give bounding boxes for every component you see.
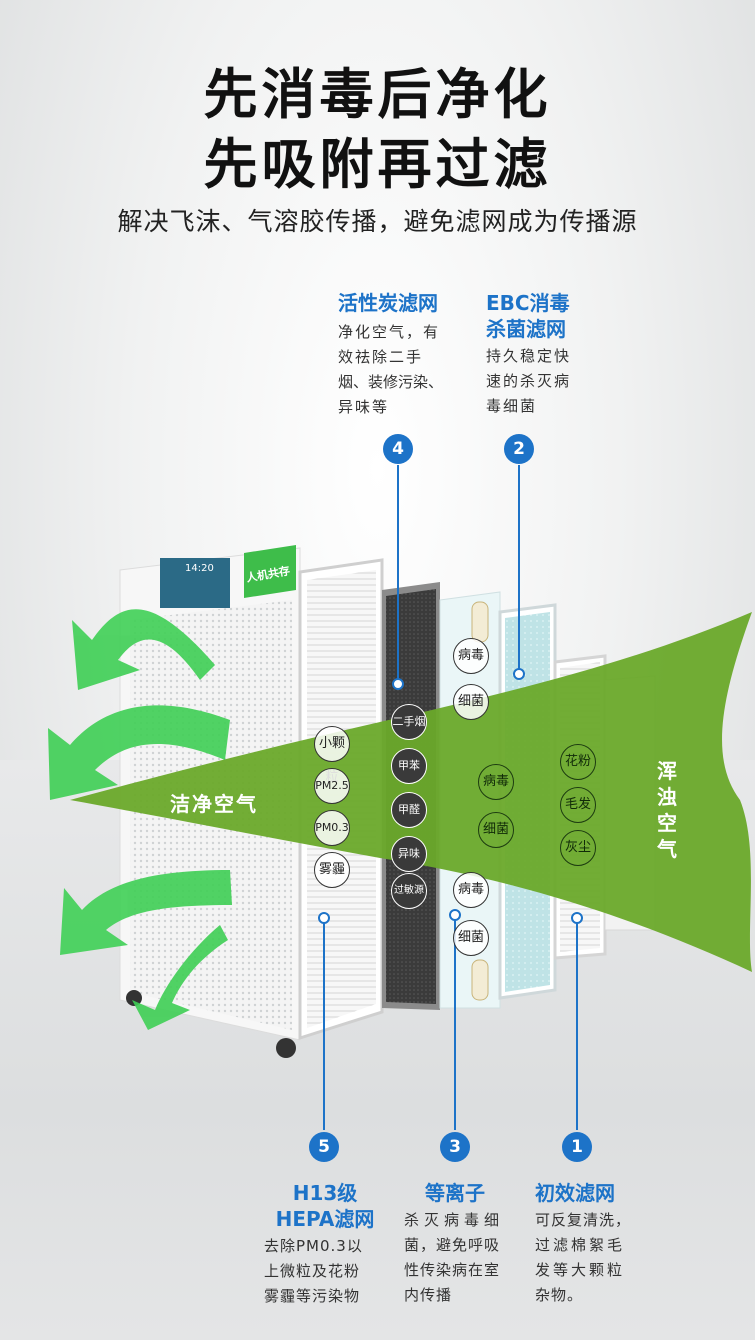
pollutant-carbon-4: 异味 — [391, 836, 427, 872]
headline-line-2: 先吸附再过滤 — [203, 133, 552, 196]
caster-wheel — [126, 990, 142, 1006]
filter-4-title: 活性炭滤网 — [338, 291, 438, 315]
desc-line: 速的杀灭病 — [486, 372, 572, 390]
filter-3-title: 等离子 — [425, 1181, 485, 1205]
clean-air-arrows — [48, 609, 232, 1030]
filter-1-title: 初效滤网 — [535, 1181, 615, 1205]
dirty-air-char: 浊 — [657, 785, 677, 809]
title-line: H13级 — [292, 1181, 358, 1205]
device-time: 14:20 — [185, 563, 214, 574]
pollutant-carbon-5: 过敏源 — [391, 873, 427, 909]
desc-line: 可反复清洗， — [535, 1211, 632, 1229]
desc-line: 效祛除二手 — [338, 348, 424, 366]
pollutant-primary-3: 灰尘 — [560, 830, 596, 866]
filter-3-desc: 杀灭病毒细 菌，避免呼吸 性传染病在室 内传播 — [404, 1208, 504, 1308]
leader-lines — [323, 465, 578, 1130]
desc-line: 发等大颗粒 — [535, 1261, 626, 1279]
desc-line: 性传染病在室 — [404, 1261, 501, 1279]
display-screen — [160, 558, 230, 608]
desc-line: 雾霾等污染物 — [264, 1287, 361, 1305]
filter-4-badge: 4 — [383, 434, 413, 464]
filter-2-desc: 持久稳定快 速的杀灭病 毒细菌 — [486, 344, 571, 419]
desc-line: 烟、装修污染、 — [338, 373, 444, 391]
pollutant-plasma-5: 病毒 — [453, 872, 489, 908]
pollutant-primary-1: 花粉 — [560, 744, 596, 780]
headline-line-1: 先消毒后净化 — [203, 63, 552, 126]
filter-5-title: H13级 HEPA滤网 — [260, 1180, 390, 1232]
desc-line: 净化空气，有 — [338, 323, 441, 341]
desc-line: 上微粒及花粉 — [264, 1262, 361, 1280]
pollutant-carbon-3: 甲醛 — [391, 792, 427, 828]
pollutant-hepa-2: PM2.5 — [314, 768, 350, 804]
pollutant-plasma-3: 病毒 — [478, 764, 514, 800]
filter-5-badge: 5 — [309, 1132, 339, 1162]
pollutant-plasma-6: 细菌 — [453, 920, 489, 956]
filter-2-badge: 2 — [504, 434, 534, 464]
pollutant-plasma-1: 病毒 — [453, 638, 489, 674]
filter-2-title: EBC消毒 杀菌滤网 — [486, 290, 570, 342]
pollutant-carbon-2: 甲苯 — [391, 748, 427, 784]
leader-dots — [318, 668, 583, 924]
desc-line: 去除PM0.3以 — [264, 1237, 363, 1255]
pollutant-hepa-4: 雾霾 — [314, 852, 350, 888]
desc-line: 过滤棉絮毛 — [535, 1236, 626, 1254]
dirty-air-label: 浑 浊 空 气 — [652, 758, 682, 862]
desc-line: 异味等 — [338, 398, 390, 416]
filter-5-desc: 去除PM0.3以 上微粒及花粉 雾霾等污染物 — [264, 1234, 363, 1309]
pollutant-hepa-3: PM0.3 — [314, 810, 350, 846]
desc-line: 毒细菌 — [486, 397, 538, 415]
dirty-air-char: 空 — [657, 811, 677, 835]
desc-line: 杀灭病毒细 — [404, 1211, 505, 1229]
filter-1-desc: 可反复清洗， 过滤棉絮毛 发等大颗粒 杂物。 — [535, 1208, 631, 1308]
clean-air-label: 洁净空气 — [170, 792, 258, 816]
display-banner — [244, 545, 296, 598]
pollutant-plasma-2: 细菌 — [453, 684, 489, 720]
caster-wheel — [276, 1038, 296, 1058]
subtitle: 解决飞沫、气溶胶传播，避免滤网成为传播源 — [117, 207, 638, 236]
desc-line: 菌，避免呼吸 — [404, 1236, 501, 1254]
desc-line: 内传播 — [404, 1286, 453, 1304]
pollutant-primary-2: 毛发 — [560, 787, 596, 823]
pollutant-plasma-4: 细菌 — [478, 812, 514, 848]
desc-line: 杂物。 — [535, 1286, 584, 1304]
title-line: 杀菌滤网 — [486, 317, 566, 341]
dirty-air-char: 浑 — [657, 759, 677, 783]
filter-3-badge: 3 — [440, 1132, 470, 1162]
filter-4-desc: 净化空气，有 效祛除二手 烟、装修污染、 异味等 — [338, 320, 443, 420]
pollutant-hepa-1: 小颗粒 — [314, 726, 350, 785]
pollutant-carbon-1: 二手烟 — [391, 704, 427, 740]
filter-1-badge: 1 — [562, 1132, 592, 1162]
desc-line: 持久稳定快 — [486, 347, 572, 365]
dirty-air-char: 气 — [657, 837, 677, 861]
title-line: EBC消毒 — [486, 291, 570, 315]
title-line: HEPA滤网 — [275, 1207, 375, 1231]
